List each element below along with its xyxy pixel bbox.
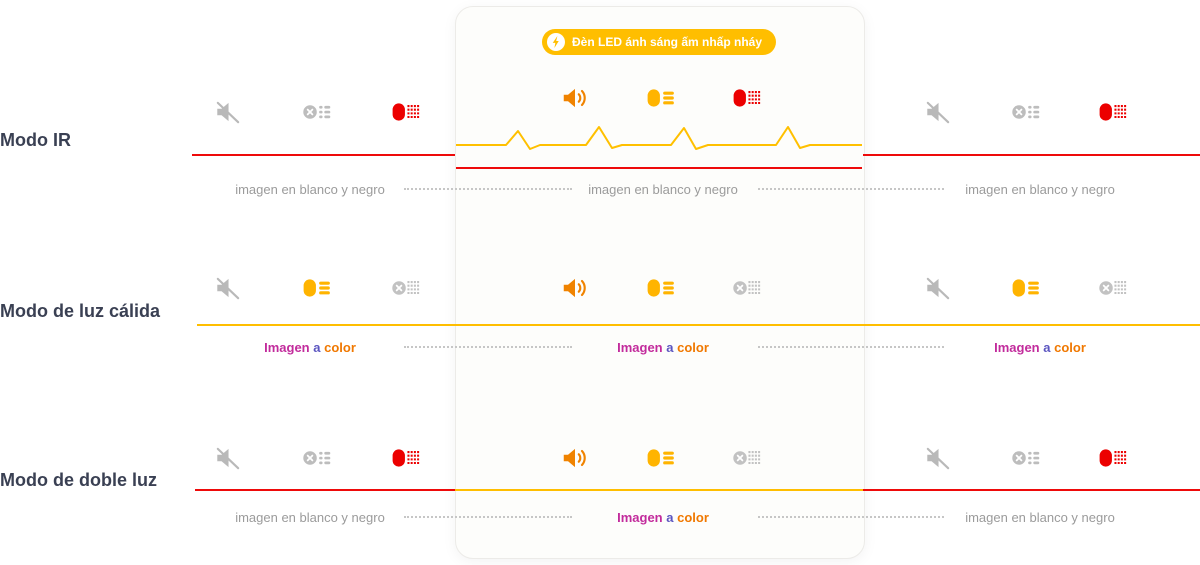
warmlight-on-icon (644, 83, 678, 113)
mode-label-dual-light: Modo de doble luz (0, 470, 157, 490)
speaker-muted-icon (211, 443, 245, 473)
warmlight-on-icon (300, 273, 334, 303)
row3-caption-right: imagen en blanco y negro (965, 510, 1115, 525)
row1-caption-left: imagen en blanco y negro (235, 182, 385, 197)
irlight-off-icon (730, 443, 764, 473)
irlight-off-icon (389, 273, 423, 303)
row1-timeline-right (863, 154, 1200, 156)
row2-caption-left: Imagen a color (264, 340, 356, 355)
alarm-highlight-panel (455, 6, 865, 559)
dotted-separator (758, 346, 944, 348)
irlight-on-icon (389, 443, 423, 473)
row2-caption-center: Imagen a color (617, 340, 709, 355)
row1-caption-center: imagen en blanco y negro (588, 182, 738, 197)
warmlight-on-icon (1009, 273, 1043, 303)
warmlight-on-icon (644, 273, 678, 303)
warm-light-flash-wave (456, 126, 862, 150)
irlight-on-icon (1096, 97, 1130, 127)
speaker-on-icon (558, 273, 592, 303)
row1-timeline-center (456, 167, 862, 169)
row3-timeline-left (195, 489, 455, 491)
alarm-badge: Đèn LED ánh sáng ấm nhấp nháy (541, 29, 777, 55)
warmlight-off-icon (1009, 97, 1043, 127)
irlight-off-icon (730, 273, 764, 303)
speaker-on-icon (558, 83, 592, 113)
row3-caption-left: imagen en blanco y negro (235, 510, 385, 525)
row2-caption-right: Imagen a color (994, 340, 1086, 355)
badge-label: Đèn LED ánh sáng ấm nhấp nháy (571, 35, 763, 49)
dotted-separator (404, 188, 572, 190)
flash-icon (546, 33, 565, 51)
row1-timeline-left (192, 154, 455, 156)
warmlight-off-icon (300, 443, 334, 473)
speaker-muted-icon (211, 97, 245, 127)
speaker-muted-icon (921, 97, 955, 127)
speaker-muted-icon (921, 443, 955, 473)
speaker-muted-icon (211, 273, 245, 303)
mode-label-ir: Modo IR (0, 130, 71, 150)
dotted-separator (404, 346, 572, 348)
dotted-separator (758, 188, 944, 190)
warmlight-off-icon (300, 97, 334, 127)
warmlight-on-icon (644, 443, 678, 473)
speaker-on-icon (558, 443, 592, 473)
row2-timeline (197, 324, 1200, 326)
row1-caption-right: imagen en blanco y negro (965, 182, 1115, 197)
dotted-separator (404, 516, 572, 518)
dotted-separator (758, 516, 944, 518)
irlight-on-icon (1096, 443, 1130, 473)
row3-caption-center: Imagen a color (617, 510, 709, 525)
speaker-muted-icon (921, 273, 955, 303)
row3-timeline-center (455, 489, 863, 491)
irlight-on-icon (730, 83, 764, 113)
irlight-on-icon (389, 97, 423, 127)
row3-timeline-right (863, 489, 1200, 491)
warmlight-off-icon (1009, 443, 1043, 473)
irlight-off-icon (1096, 273, 1130, 303)
mode-label-warm-light: Modo de luz cálida (0, 301, 161, 321)
